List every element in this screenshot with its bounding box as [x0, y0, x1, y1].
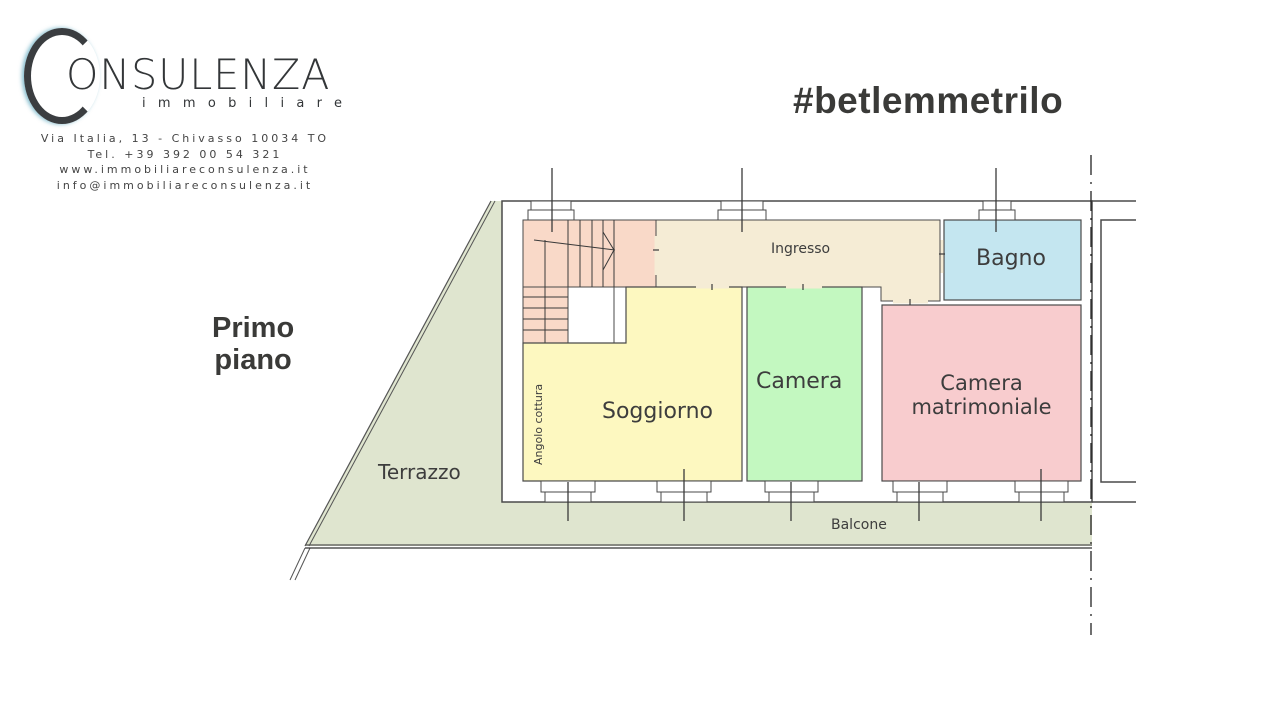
floor-label-line1: Primo [212, 312, 295, 344]
room-label-camera-matrimoniale: Camera matrimoniale [882, 371, 1081, 419]
room-label-angolo-cottura: Angolo cottura [532, 383, 545, 465]
room-label-balcone: Balcone [831, 517, 887, 533]
listing-hashtag: #betlemmetrilo [793, 80, 1064, 121]
floor-label-line2: piano [214, 344, 292, 376]
room-label-matrimoniale-line1: Camera [940, 371, 1023, 395]
contact-address: Via Italia, 13 - Chivasso 10034 TO [40, 132, 330, 145]
logo-brand-name: ONSULENZA [66, 50, 331, 99]
stairs-icon [523, 220, 616, 343]
soggiorno-area [522, 286, 743, 482]
room-label-terrazzo: Terrazzo [378, 460, 461, 484]
camera-matrimoniale-area [881, 304, 1082, 482]
camera-area [746, 286, 863, 482]
room-label-ingresso: Ingresso [771, 241, 831, 257]
room-label-matrimoniale-line2: matrimoniale [911, 395, 1052, 419]
contact-email: info@immobiliareconsulenza.it [56, 178, 314, 192]
bagno-area [943, 219, 1082, 301]
contact-phone: Tel. +39 392 00 54 321 [87, 147, 283, 161]
contact-info: Via Italia, 13 - Chivasso 10034 TO Tel. … [30, 131, 340, 193]
contact-website: www.immobiliareconsulenza.it [59, 163, 311, 176]
room-label-camera: Camera [756, 369, 843, 394]
company-logo: ONSULENZA immobiliare [20, 20, 360, 200]
logo-c-ring-icon [24, 28, 100, 124]
logo-subtitle: immobiliare [142, 96, 355, 111]
room-label-soggiorno: Soggiorno [602, 399, 713, 424]
floor-label: Primo piano [212, 312, 294, 376]
door-markers [653, 236, 945, 305]
room-label-bagno: Bagno [976, 246, 1046, 271]
stairs-area [522, 219, 657, 288]
